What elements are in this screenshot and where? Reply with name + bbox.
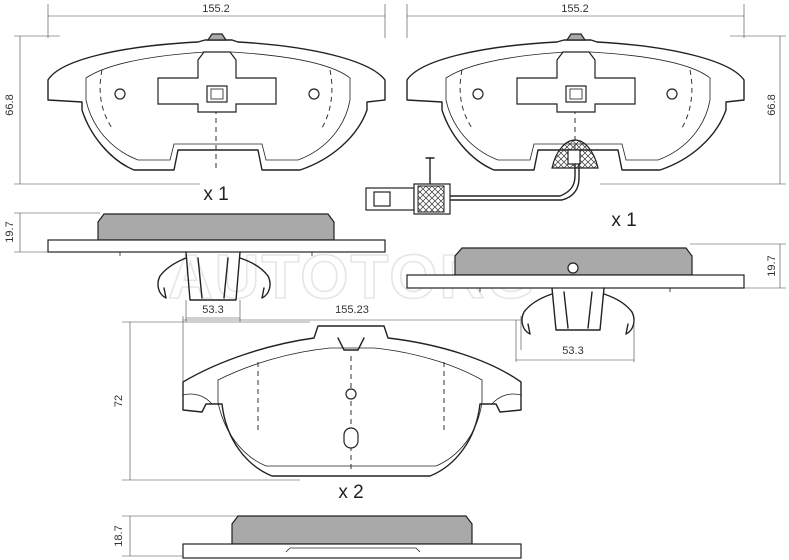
pad-1-thickness-label: 19.7 (4, 221, 16, 242)
pad-3-height-label: 72 (113, 395, 125, 407)
pad-3-width-label: 155.23 (335, 304, 369, 316)
pad-2-front-view: 155.2 66.8 (406, 3, 786, 201)
pad-2-side-view: 19.7 53.3 (406, 243, 786, 362)
pad-3-thickness-label: 18.7 (113, 525, 125, 546)
pad-1-clip-width-label: 53.3 (202, 304, 223, 316)
pad-1-side-view: 19.7 53.3 (4, 212, 386, 322)
pad-1-front-view: 155.2 66.8 (4, 3, 386, 185)
pad-3-quantity-label: x 2 (338, 482, 363, 503)
pad-2-width-label: 155.2 (561, 3, 589, 15)
pad-1-quantity-label: x 1 (203, 184, 228, 205)
pad-2-thickness-label: 19.7 (766, 255, 778, 276)
pad-2-clip-width-label: 53.3 (562, 345, 583, 357)
pad-1-height-label: 66.8 (4, 94, 16, 115)
pad-3-front-view: 155.23 72 (113, 304, 522, 481)
pad-1-width-label: 155.2 (202, 3, 230, 15)
wear-sensor-connector (365, 157, 451, 215)
pad-3-side-view: 18.7 (113, 515, 522, 559)
pad-2-quantity-label: x 1 (611, 210, 636, 231)
pad-2-height-label: 66.8 (766, 94, 778, 115)
